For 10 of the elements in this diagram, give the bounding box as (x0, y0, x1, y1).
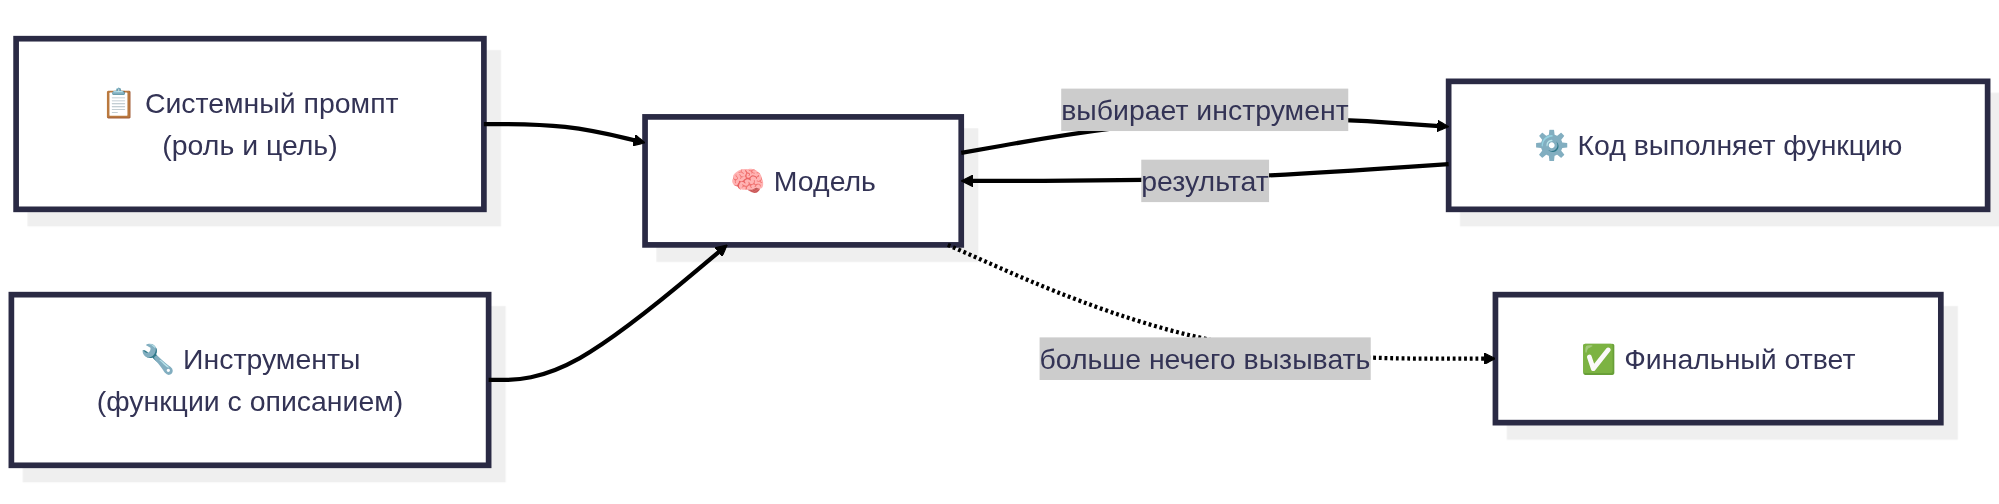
arrow (483, 121, 646, 147)
edge-label: выбирает инструмент (1061, 94, 1349, 126)
node-box: 🧠 Модель (642, 114, 965, 248)
edge-label: результат (1141, 165, 1269, 197)
node-box: ✅ Финальный ответ (1492, 291, 1944, 426)
node-box: 📋 Системный промпт (роль и цель) (13, 35, 487, 213)
arrow (488, 244, 728, 383)
node-box: 🔧 Инструменты (функции с описанием) (8, 291, 492, 469)
edge-label: больше нечего вызывать (1039, 343, 1371, 375)
node-box: ⚙ Код выполняет функцию (1445, 78, 1991, 213)
